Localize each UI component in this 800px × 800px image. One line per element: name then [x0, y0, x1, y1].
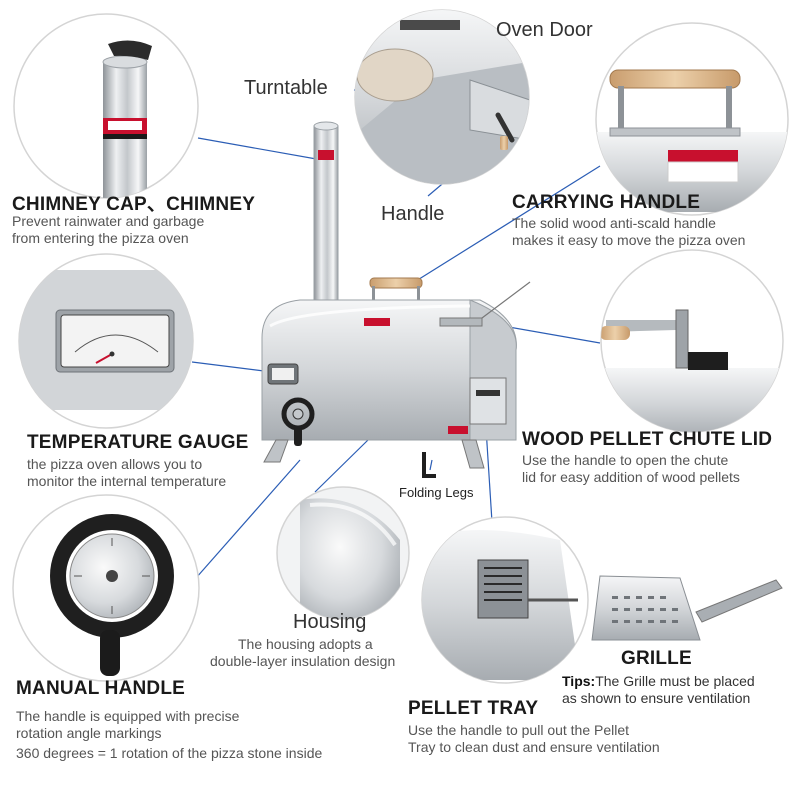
manual-handle-desc-line-3: 360 degrees = 1 rotation of the pizza st… [16, 745, 323, 761]
grille-tips-text: The Grille must be placed [595, 673, 755, 689]
temperature-gauge-desc-line-2: monitor the internal temperature [27, 473, 227, 489]
housing-detail [276, 486, 410, 620]
chimney-title: CHIMNEY CAP、CHIMNEY [12, 194, 256, 215]
chute-lid-title: WOOD PELLET CHUTE LID [522, 429, 773, 450]
chute-lid-detail [600, 249, 784, 433]
chimney-desc-line-1: Prevent rainwater and garbage [12, 213, 205, 229]
pellet-tray-desc-line-2: Tray to clean dust and ensure ventilatio… [408, 739, 660, 755]
carrying-handle-desc-line-2: makes it easy to move the pizza oven [512, 232, 746, 248]
chimney-desc-line-2: from entering the pizza oven [12, 230, 189, 246]
carrying-handle-title: CARRYING HANDLE [512, 192, 701, 213]
grille-scoop [591, 575, 783, 641]
pellet-tray-desc-line-1: Use the handle to pull out the Pellet [408, 722, 630, 738]
chute-lid-desc-line-2: lid for easy addition of wood pellets [522, 469, 740, 485]
chute-lid-desc-line-1: Use the handle to open the chute [522, 452, 729, 468]
pellet-tray-title: PELLET TRAY [408, 698, 539, 719]
manual-handle-detail [12, 494, 200, 682]
manual-handle-title: MANUAL HANDLE [16, 678, 186, 699]
carrying-handle-detail [595, 22, 789, 216]
housing-label: Housing [293, 611, 367, 633]
housing-desc-line-2: double-layer insulation design [210, 653, 396, 669]
chimney-detail [13, 13, 199, 199]
temperature-gauge-title: TEMPERATURE GAUGE [27, 432, 249, 453]
temperature-gauge-detail [18, 253, 194, 429]
manual-handle-desc-line-1: The handle is equipped with precise [16, 708, 240, 724]
manual-handle-desc-line-2: rotation angle markings [16, 725, 162, 741]
grille-tips-label: Tips: [562, 673, 596, 689]
grille-tips-line-1: Tips:The Grille must be placed [562, 673, 755, 690]
handle-label: Handle [381, 203, 445, 225]
housing-desc-line-1: The housing adopts a [238, 636, 373, 652]
grille-tips-line-2: as shown to ensure ventilation [562, 690, 751, 706]
oven-door-label: Oven Door [496, 19, 593, 41]
oven-door-detail [354, 9, 530, 185]
pizza-oven [261, 121, 531, 478]
pellet-tray-detail [421, 516, 589, 684]
temperature-gauge-desc-line-1: the pizza oven allows you to [27, 456, 203, 472]
turntable-label: Turntable [244, 77, 328, 99]
grille-title: GRILLE [621, 648, 692, 669]
folding-legs-label: Folding Legs [399, 485, 474, 500]
carrying-handle-desc-line-1: The solid wood anti-scald handle [512, 215, 716, 231]
